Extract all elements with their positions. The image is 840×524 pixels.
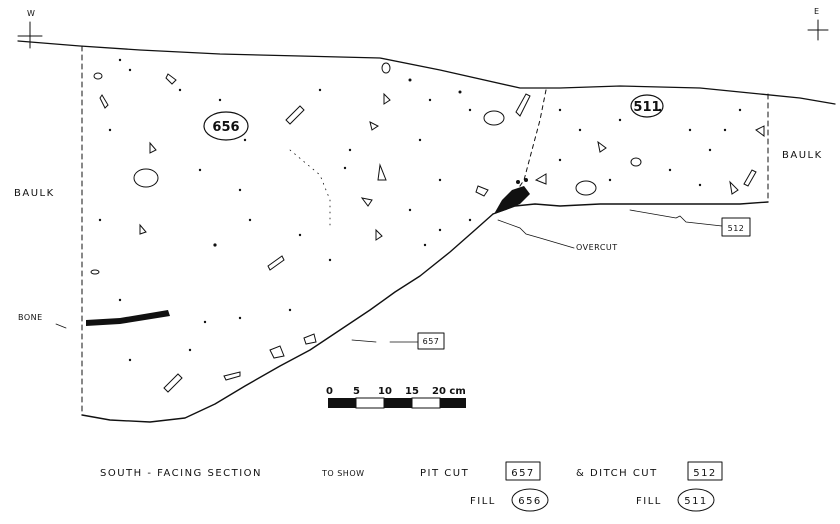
ditch-cut-512-callout: 512 xyxy=(629,209,751,237)
caption-title: SOUTH - FACING SECTION xyxy=(100,468,262,479)
caption-ditch-cut: & DITCH CUT xyxy=(576,468,658,479)
caption-pit-cut: PIT CUT xyxy=(420,468,469,479)
ditch-cut-512-line xyxy=(492,201,769,215)
context-511-label: 511 xyxy=(630,94,664,118)
internal-lens-line xyxy=(289,149,331,231)
scale-tick-10: 10 xyxy=(378,386,392,397)
baulk-left-label: BAULK xyxy=(14,188,55,199)
fill-656-inclusions xyxy=(90,58,531,393)
pit-cut-657-callout: 657 xyxy=(351,332,445,350)
svg-text:511: 511 xyxy=(633,100,660,115)
fill-interface-line xyxy=(511,89,547,199)
scale-tick-20: 20 cm xyxy=(432,386,466,397)
caption-fill-511: 511 xyxy=(684,496,708,507)
fill-511-inclusions xyxy=(534,108,765,196)
overcut-deposit xyxy=(494,178,530,214)
svg-text:512: 512 xyxy=(728,224,745,233)
svg-text:656: 656 xyxy=(212,120,239,135)
baulk-right-label: BAULK xyxy=(782,150,823,161)
scale-tick-0: 0 xyxy=(326,386,333,397)
caption-fill-656: 656 xyxy=(518,496,542,507)
ground-surface-line xyxy=(17,40,836,105)
west-marker: W xyxy=(17,9,43,49)
bone-label: BONE xyxy=(18,313,43,322)
scale-bar: 0 5 10 15 20 cm xyxy=(326,386,466,409)
caption-pit-cut-number: 657 xyxy=(511,468,535,479)
west-marker-label: W xyxy=(27,9,35,18)
bone-find xyxy=(86,310,170,326)
pit-cut-657-line xyxy=(81,213,494,423)
east-marker-label: E xyxy=(814,7,820,16)
caption-ditch-cut-number: 512 xyxy=(693,468,717,479)
caption-to-show: TO SHOW xyxy=(321,469,365,478)
scale-tick-15: 15 xyxy=(405,386,419,397)
svg-text:657: 657 xyxy=(423,337,440,346)
caption-fill-label-1: FILL xyxy=(470,496,496,507)
context-656-label: 656 xyxy=(203,111,249,141)
caption-fill-label-2: FILL xyxy=(636,496,662,507)
east-marker: E xyxy=(807,7,829,41)
section-caption: SOUTH - FACING SECTION TO SHOW PIT CUT 6… xyxy=(100,461,723,512)
overcut-label: OVERCUT xyxy=(576,243,618,252)
scale-tick-5: 5 xyxy=(353,386,360,397)
